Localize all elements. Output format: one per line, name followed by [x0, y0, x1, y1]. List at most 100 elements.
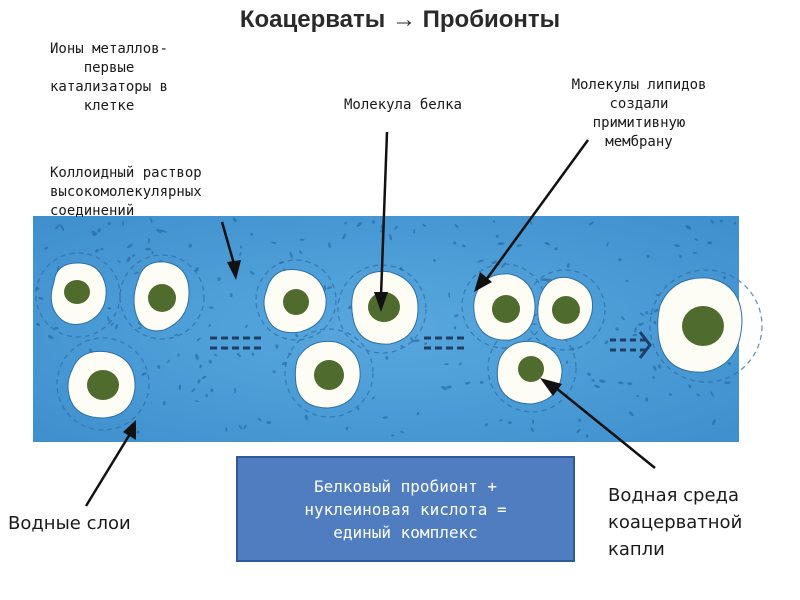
particle-speck — [208, 323, 211, 327]
particle-speck — [122, 220, 124, 227]
particle-speck — [107, 221, 111, 226]
label-line: соединений — [50, 203, 135, 219]
particle-speck — [694, 238, 699, 241]
particle-speck — [344, 221, 348, 225]
particle-speck — [685, 225, 692, 230]
particle-speck — [127, 243, 133, 249]
water-layer-ring — [649, 269, 763, 383]
label-line: катализаторы в — [49, 79, 168, 95]
label-water-layers: Водные слои — [8, 510, 131, 537]
particle-speck — [385, 356, 389, 360]
particle-speck — [243, 424, 247, 430]
particle-speck — [258, 418, 262, 421]
particle-speck — [137, 327, 142, 330]
particle-speck — [232, 217, 237, 223]
particle-speck — [225, 427, 228, 432]
label-line: высокомолекулярных — [50, 184, 202, 200]
particle-speck — [479, 380, 484, 384]
label-protein-molecule: Молекула белка — [318, 96, 488, 115]
particle-speck — [710, 219, 714, 224]
particle-speck — [201, 375, 207, 380]
particle-speck — [115, 324, 119, 330]
particle-speck — [587, 372, 592, 376]
particle-speck — [304, 414, 309, 421]
particle-speck — [394, 225, 398, 230]
particle-speck — [356, 221, 362, 227]
particle-speck — [150, 217, 153, 223]
probiont-info-box: Белковый пробионт + нуклеиновая кислота … — [236, 456, 575, 562]
particle-speck — [177, 353, 180, 357]
particle-speck — [591, 379, 595, 382]
particle-speck — [100, 247, 104, 251]
particle-speck — [208, 306, 214, 309]
particle-speck — [459, 362, 462, 366]
particle-speck — [205, 393, 208, 398]
particle-speck — [658, 364, 661, 369]
label-line: коацерватной — [608, 512, 743, 533]
particle-speck — [266, 421, 272, 425]
particle-speck — [566, 360, 569, 365]
protein-nucleus — [64, 280, 90, 304]
particle-speck — [275, 344, 279, 349]
particle-speck — [448, 292, 451, 298]
label-line: Водные слои — [8, 513, 131, 534]
transition-arrow — [424, 336, 468, 350]
particle-speck — [454, 314, 459, 318]
particle-speck — [464, 381, 471, 385]
particle-speck — [238, 424, 243, 430]
particle-speck — [453, 241, 457, 245]
particle-speck — [188, 243, 192, 248]
particle-speck — [53, 327, 59, 330]
protein-nucleus — [368, 292, 400, 322]
particle-speck — [625, 279, 629, 283]
water-layer-ring — [255, 259, 337, 341]
particle-speck — [645, 397, 649, 402]
water-layer-ring — [119, 254, 205, 340]
label-line: Ионы металлов- — [49, 41, 168, 57]
pointer-arrow-lipids — [474, 139, 590, 292]
particle-speck — [357, 407, 360, 411]
particle-speck — [197, 337, 201, 341]
particle-speck — [645, 311, 649, 315]
particle-speck — [594, 384, 601, 389]
particle-speck — [530, 427, 534, 433]
page-title: Коацерваты → Пробионты — [239, 6, 561, 33]
label-line: Водная среда — [608, 485, 740, 506]
particle-speck — [627, 382, 633, 386]
particle-speck — [229, 293, 233, 298]
particle-speck — [141, 372, 147, 376]
protein-nucleus — [552, 296, 580, 324]
particle-speck — [733, 221, 737, 225]
particle-speck — [239, 252, 242, 256]
water-layer-ring — [35, 252, 121, 338]
protein-nucleus — [682, 306, 724, 346]
particle-speck — [167, 359, 170, 364]
particle-speck — [55, 224, 61, 230]
particle-speck — [516, 244, 523, 247]
pointer-arrow-protein — [374, 131, 389, 312]
particle-speck — [540, 278, 548, 281]
particle-speck — [197, 379, 201, 384]
particle-speck — [653, 320, 657, 325]
label-line: клетке — [83, 98, 135, 114]
particle-speck — [250, 232, 253, 236]
particle-speck — [234, 387, 236, 394]
particle-speck — [162, 401, 166, 406]
particle-speck — [413, 339, 420, 343]
particle-speck — [208, 359, 212, 364]
particle-speck — [432, 259, 436, 262]
particle-speck — [191, 387, 196, 393]
particle-speck — [371, 220, 376, 224]
label-line: Молекула белка — [343, 97, 462, 113]
particle-speck — [147, 238, 151, 244]
protein-nucleus — [283, 289, 309, 315]
particle-speck — [674, 244, 680, 247]
particle-speck — [441, 385, 447, 391]
particle-speck — [194, 353, 199, 361]
particle-speck — [299, 238, 305, 241]
label-aqueous-medium: Водная среда коацерватной капли — [608, 482, 742, 563]
particle-speck — [621, 316, 625, 321]
particle-speck — [151, 250, 154, 255]
water-layer-ring — [284, 328, 374, 418]
